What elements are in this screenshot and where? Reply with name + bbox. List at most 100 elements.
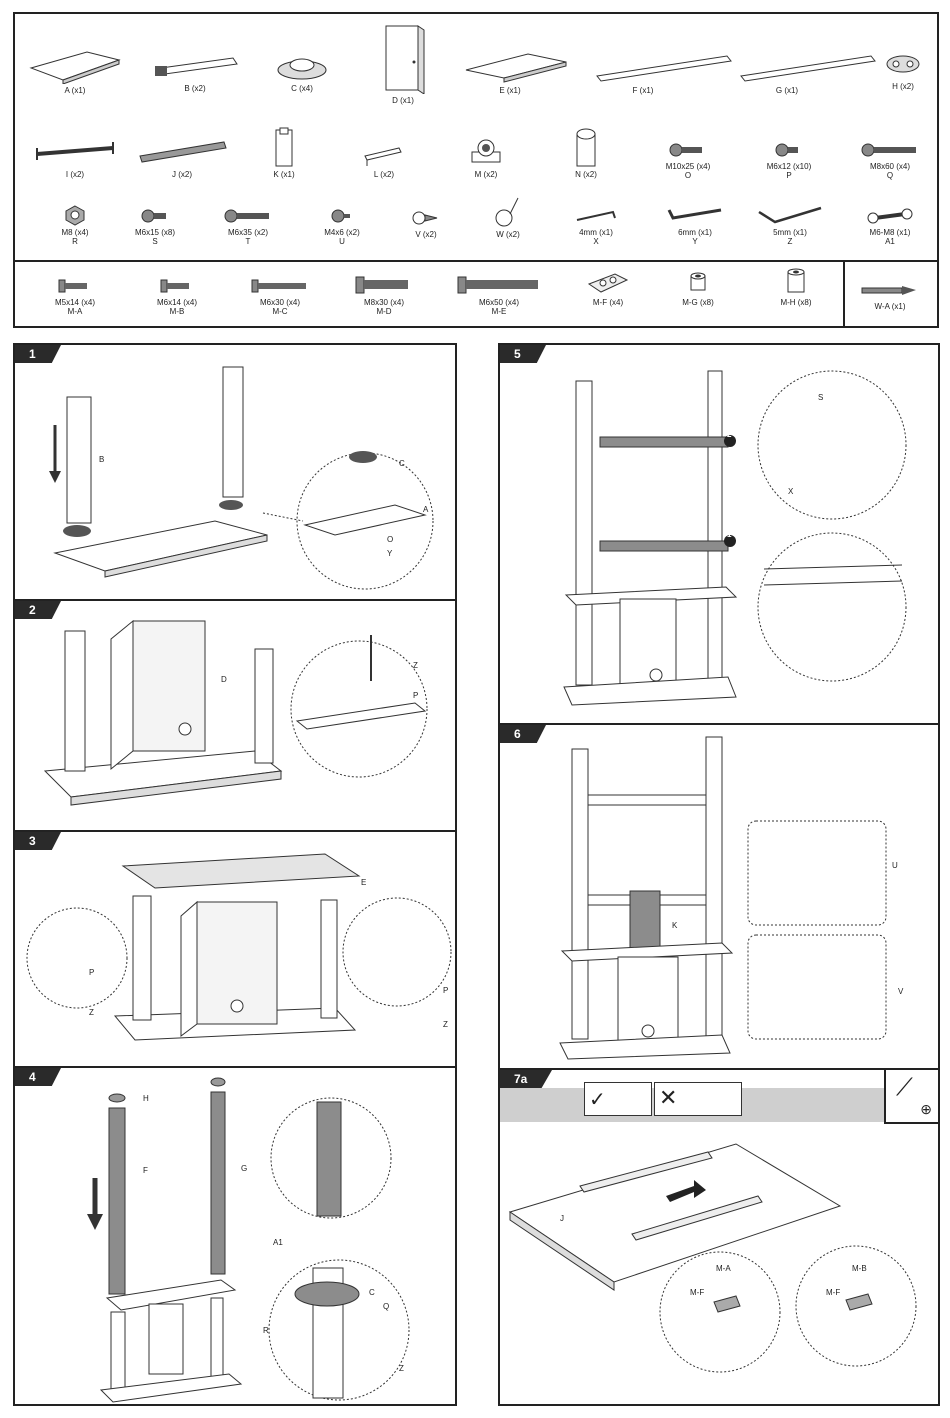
part-label: M-F (x4) — [592, 298, 624, 307]
step-1-panel: 1 B C A O Y — [13, 343, 457, 601]
callout-k: K — [672, 921, 678, 930]
step-6-illustration — [559, 736, 887, 1060]
part-g: G (x1) — [737, 52, 876, 95]
part-m-a: M5x14 (x4) M-A — [25, 276, 125, 316]
part-d-icon — [385, 25, 425, 94]
callout-e: E — [361, 878, 367, 887]
spacer-icon — [787, 268, 805, 293]
part-i: I (x2) — [25, 134, 125, 179]
part-a-icon — [29, 51, 121, 84]
step-number: 5 — [500, 345, 546, 363]
part-m-c: M6x30 (x4) M-C — [230, 276, 330, 316]
part-o: M10x25 (x4) O — [638, 140, 738, 180]
bolt-icon — [355, 276, 408, 294]
step-6-panel: 6 K U V — [498, 723, 940, 1070]
part-code: M-C — [272, 307, 288, 316]
part-label: M-H (x8) — [780, 298, 812, 307]
bolt-icon — [224, 209, 269, 223]
callout-o: O — [387, 535, 394, 544]
bolt-icon — [160, 279, 189, 293]
part-code: U — [339, 237, 345, 246]
step-4-illustration — [87, 1077, 410, 1403]
part-label: M10x25 (x4) — [665, 162, 711, 171]
plate-icon — [587, 273, 629, 293]
step-number: 2 — [15, 601, 61, 619]
callout-g: G — [241, 1164, 248, 1173]
part-m-b: M6x14 (x4) M-B — [127, 276, 227, 316]
part-label: M6x15 (x8) — [134, 228, 175, 237]
callout-s: S — [818, 393, 824, 402]
part-r: M8 (x4) R — [25, 204, 125, 246]
part-z: 5mm (x1) Z — [740, 204, 840, 246]
checkmark-icon: ✓ — [589, 1089, 606, 1111]
part-c: C (x4) — [252, 52, 352, 93]
part-label: M5x14 (x4) — [54, 298, 95, 307]
part-label: H (x2) — [892, 82, 914, 91]
callout-z-left: Z — [89, 1008, 94, 1017]
callout-z: Z — [413, 661, 418, 670]
callout-j: J — [560, 1214, 564, 1223]
step-7a-panel: 7a ✓ ✕ ⟋ ⊕ J M-A M-F M-B M-F — [498, 1068, 940, 1406]
callout-p-right: P — [443, 986, 449, 995]
part-label: M6-M8 (x1) — [869, 228, 911, 237]
bolt-icon — [331, 209, 350, 223]
marker-1: 1 — [727, 530, 732, 539]
part-j: J (x2) — [132, 134, 232, 179]
part-g-icon — [740, 55, 876, 82]
part-label: A (x1) — [64, 86, 86, 95]
part-label: M6x30 (x4) — [259, 298, 300, 307]
part-t: M6x35 (x2) T — [198, 206, 298, 246]
part-label: V (x2) — [415, 230, 437, 239]
part-code: O — [684, 171, 692, 180]
part-label: M-G (x8) — [682, 298, 714, 307]
part-h-icon — [886, 55, 920, 73]
step-number: 1 — [15, 345, 61, 363]
part-label: M6x14 (x4) — [156, 298, 197, 307]
part-e-icon — [465, 53, 567, 83]
callout-f: F — [143, 1166, 148, 1175]
step-4-panel: 4 H F G A1 C Q R Z — [13, 1066, 457, 1406]
callout-c: C — [369, 1288, 375, 1297]
bolt-icon — [669, 143, 702, 157]
part-q: M8x60 (x4) Q — [840, 140, 940, 180]
part-code: X — [593, 237, 599, 246]
part-label: K (x1) — [273, 170, 295, 179]
part-f-icon — [596, 55, 732, 82]
part-i-icon — [36, 142, 114, 160]
callout-m-b: M-B — [852, 1264, 867, 1273]
marker-2: 2 — [727, 430, 732, 439]
part-a1: M6-M8 (x1) A1 — [840, 206, 940, 246]
part-code: M-E — [491, 307, 507, 316]
bolt-icon — [775, 143, 798, 157]
part-label: W-A (x1) — [874, 302, 906, 311]
part-label: M8 (x4) — [61, 228, 89, 237]
part-label: G (x1) — [775, 86, 799, 95]
part-p: M6x12 (x10) P — [739, 140, 839, 180]
bolt-icon — [58, 279, 87, 293]
part-code: T — [245, 237, 251, 246]
bolt-icon — [861, 143, 916, 157]
step-1-illustration — [49, 366, 434, 590]
screwdriver-tool-box: ⟋ ⊕ — [884, 1070, 938, 1124]
callout-p-left: P — [89, 968, 95, 977]
callout-u: U — [892, 861, 898, 870]
part-code: M-D — [376, 307, 392, 316]
incorrect-usage-box: ✕ — [654, 1082, 742, 1116]
part-label: E (x1) — [499, 86, 521, 95]
part-m-icon — [471, 139, 501, 163]
part-b: B (x2) — [145, 52, 245, 93]
part-m-d: M8x30 (x4) M-D — [334, 274, 434, 316]
part-label: J (x2) — [172, 170, 192, 179]
callout-p: P — [413, 691, 419, 700]
part-m-f: M-F (x4) — [558, 270, 658, 307]
part-label: M6x35 (x2) — [227, 228, 268, 237]
part-label: N (x2) — [575, 170, 597, 179]
callout-d: D — [221, 675, 227, 684]
part-code: M-A — [67, 307, 83, 316]
part-label: F (x1) — [632, 86, 654, 95]
part-d: D (x1) — [353, 22, 453, 105]
part-code: P — [786, 171, 792, 180]
parts-wa-divider — [843, 260, 845, 326]
part-label: M6x50 (x4) — [478, 298, 519, 307]
callout-q: Q — [383, 1302, 390, 1311]
